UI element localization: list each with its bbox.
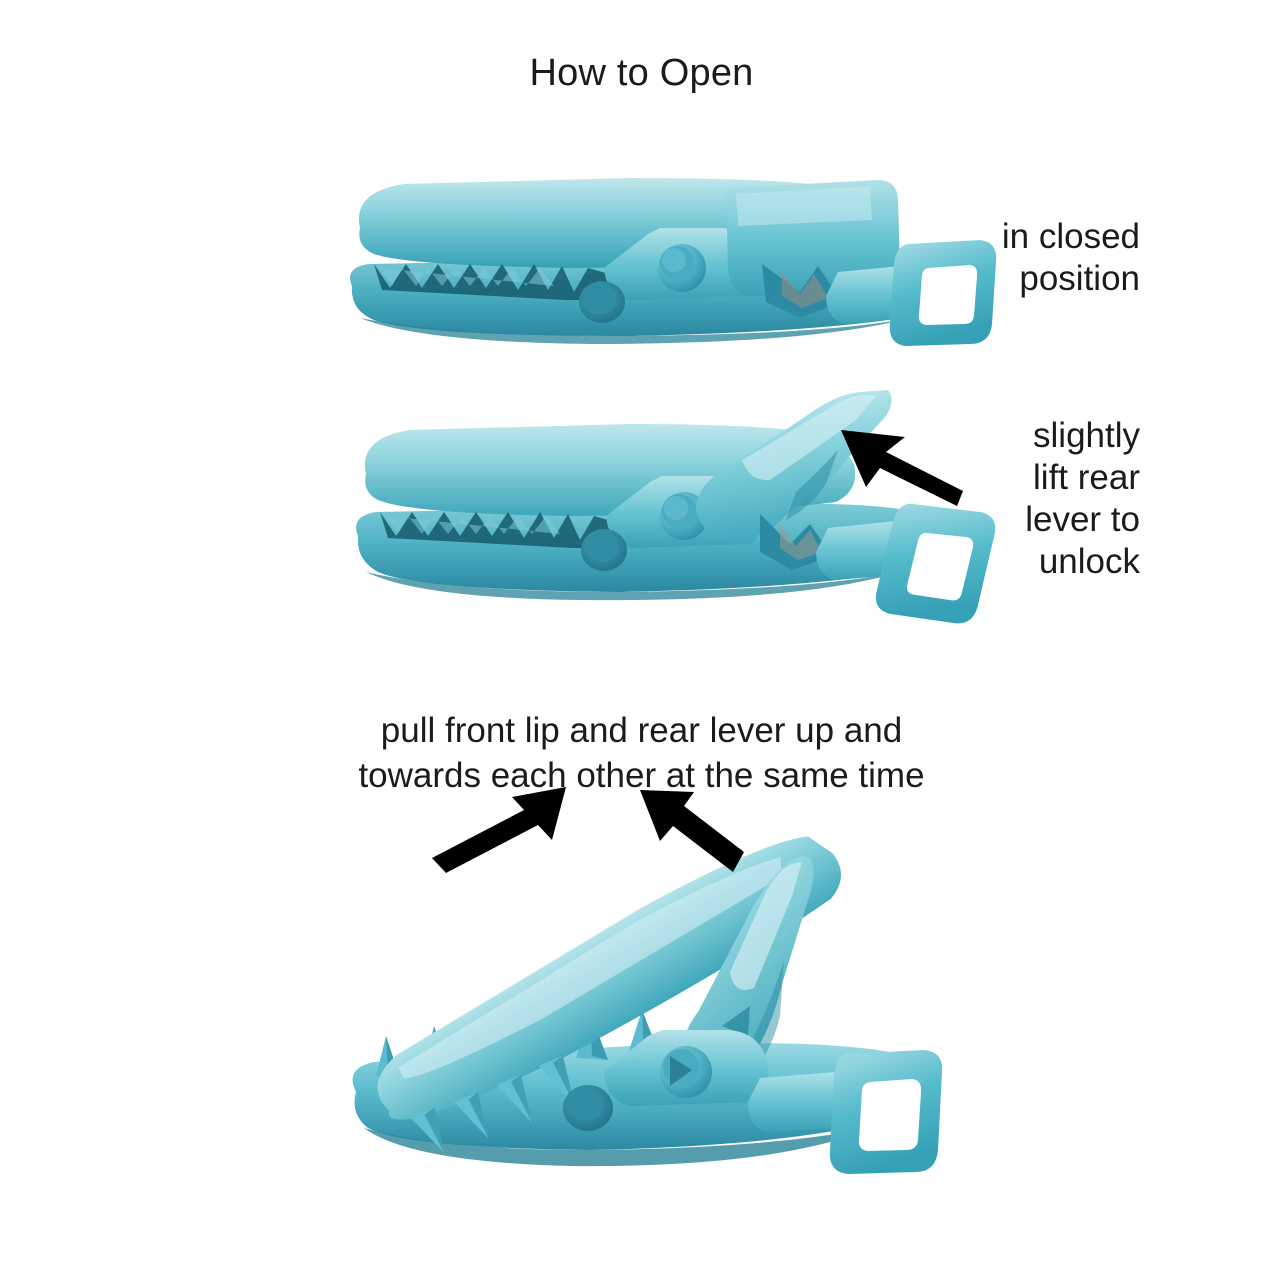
clip-figure-lever-lifted bbox=[340, 388, 1000, 648]
clip-upper-teeth bbox=[410, 1055, 575, 1153]
label-closed-line-1: in closed bbox=[1001, 217, 1140, 256]
clip-upper-jaw-open bbox=[377, 836, 842, 1120]
clip-loop bbox=[889, 240, 997, 346]
clip-pivot-housing bbox=[604, 1030, 769, 1106]
label-unlock-line-1: slightly bbox=[1033, 416, 1140, 455]
label-in-closed-position: in closed position bbox=[880, 216, 1140, 300]
label-unlock-line-4: unlock bbox=[1038, 542, 1140, 581]
clip-pivot-housing bbox=[604, 228, 761, 300]
label-lift-rear-lever: slightly lift rear lever to unlock bbox=[880, 415, 1140, 583]
clip-teeth-highlight bbox=[386, 516, 560, 534]
caption-line-2: towards each other at the same time bbox=[358, 756, 925, 795]
caption-pull-front-lip: pull front lip and rear lever up and tow… bbox=[0, 708, 1283, 798]
clip-loop bbox=[875, 503, 996, 624]
clip-latch-notch bbox=[760, 514, 832, 570]
caption-line-1: pull front lip and rear lever up and bbox=[380, 711, 903, 750]
clip-teeth bbox=[374, 264, 630, 300]
clip-rear-lever bbox=[726, 180, 900, 296]
clip-figure-open bbox=[330, 836, 990, 1200]
clip-loop bbox=[829, 1050, 943, 1174]
label-unlock-line-2: lift rear bbox=[1033, 458, 1140, 497]
clip-figure-closed bbox=[330, 168, 997, 368]
clip-latch-notch bbox=[762, 264, 842, 318]
clip-teeth bbox=[380, 512, 636, 548]
page-title: How to Open bbox=[529, 52, 754, 94]
clip-teeth-highlight bbox=[380, 268, 554, 286]
label-unlock-line-3: lever to bbox=[1025, 500, 1140, 539]
clip-rear-lever-lifted bbox=[696, 390, 892, 539]
label-closed-line-2: position bbox=[1019, 259, 1140, 298]
